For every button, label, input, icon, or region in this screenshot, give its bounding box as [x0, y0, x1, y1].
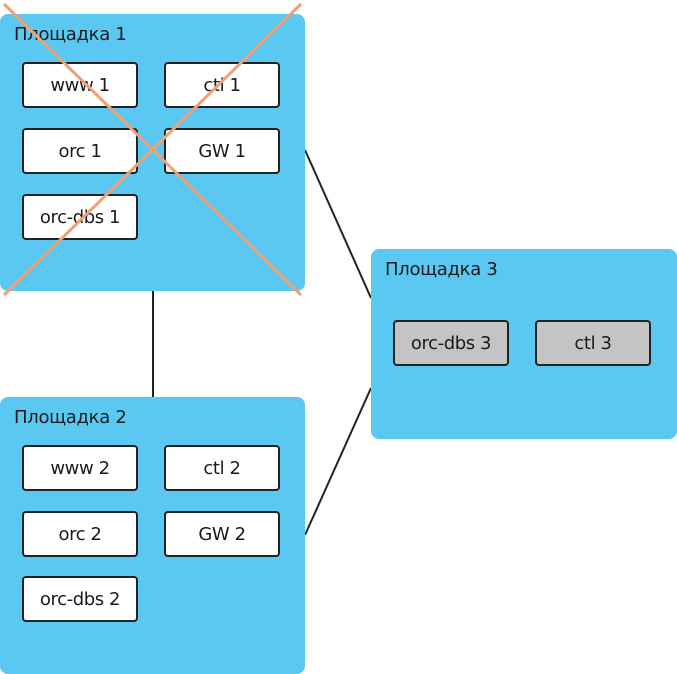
node-orc-dbs-1: orc-dbs 1 — [22, 194, 138, 240]
node-gw-2: GW 2 — [164, 511, 280, 557]
site-1: Площадка 1 www 1 ctl 1 orc 1 GW 1 orc-db… — [0, 14, 305, 291]
node-www-1: www 1 — [22, 62, 138, 108]
node-orc-2: orc 2 — [22, 511, 138, 557]
site-1-title: Площадка 1 — [14, 24, 127, 45]
node-ctl-3: ctl 3 — [535, 320, 651, 366]
node-www-2: www 2 — [22, 445, 138, 491]
link-site2-site3 — [304, 387, 372, 536]
node-orc-dbs-2: orc-dbs 2 — [22, 576, 138, 622]
node-ctl-1: ctl 1 — [164, 62, 280, 108]
node-gw-1: GW 1 — [164, 128, 280, 174]
site-3: Площадка 3 orc-dbs 3 ctl 3 — [371, 249, 677, 439]
site-2-title: Площадка 2 — [14, 407, 127, 428]
link-site1-site3 — [304, 149, 372, 299]
site-3-title: Площадка 3 — [385, 259, 498, 280]
node-orc-dbs-3: orc-dbs 3 — [393, 320, 509, 366]
site-2: Площадка 2 www 2 ctl 2 orc 2 GW 2 orc-db… — [0, 397, 305, 674]
node-ctl-2: ctl 2 — [164, 445, 280, 491]
node-orc-1: orc 1 — [22, 128, 138, 174]
